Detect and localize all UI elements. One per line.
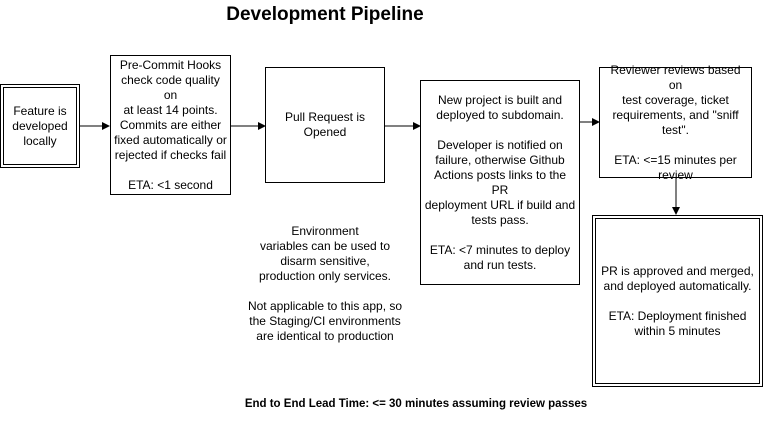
spacer	[240, 284, 410, 299]
precommit-line: rejected if checks fail	[114, 147, 227, 162]
spacer	[603, 138, 748, 153]
feature-line: locally	[23, 133, 57, 148]
environment-note: Environment variables can be used to dis…	[240, 224, 410, 344]
merge-line: PR is approved and merged,	[601, 263, 754, 278]
review-eta: review	[658, 167, 693, 182]
node-feature-text: Feature is developed locally	[9, 104, 70, 149]
precommit-line: fixed automatically or	[114, 132, 227, 147]
build-line: Developer is notified on	[437, 137, 563, 152]
node-precommit-hooks: Pre-Commit Hooks check code quality on a…	[110, 55, 231, 195]
diagram-title-text: Development Pipeline	[226, 4, 424, 25]
precommit-line: check code quality on	[121, 72, 220, 102]
spacer	[601, 294, 754, 309]
merge-eta: within 5 minutes	[634, 323, 721, 338]
build-line: tests pass.	[471, 212, 529, 227]
pullrequest-line: Opened	[303, 125, 347, 139]
precommit-eta: ETA: <1 second	[128, 177, 213, 192]
merge-line: and deployed automatically.	[603, 278, 752, 293]
note-line: Environment	[291, 224, 359, 238]
spacer	[424, 123, 576, 138]
spacer	[114, 163, 227, 178]
build-line: deployed to subdomain.	[436, 107, 564, 122]
node-feature-developed: Feature is developed locally	[0, 84, 80, 168]
feature-line: Feature is	[13, 103, 67, 118]
build-eta: ETA: <7 minutes to deploy	[429, 242, 571, 257]
precommit-line: at least 14 points.	[123, 102, 218, 117]
review-line: requirements, and "sniff	[612, 107, 739, 122]
node-pull-request: Pull Request is Opened	[265, 67, 385, 183]
merge-eta: ETA: Deployment finished	[608, 308, 747, 323]
note-line: the Staging/CI environments	[249, 314, 401, 328]
node-review-text: Reviewer reviews based on test coverage,…	[600, 63, 751, 183]
build-line: New project is built and	[437, 92, 563, 107]
note-line: are identical to production	[256, 329, 394, 343]
build-eta: and run tests.	[463, 257, 537, 272]
build-line: deployment URL if build and	[424, 197, 576, 212]
review-line: Reviewer reviews based on	[610, 62, 741, 92]
node-build-deploy: New project is built and deployed to sub…	[420, 80, 580, 285]
node-pull-request-text: Pull Request is Opened	[282, 110, 368, 140]
node-build-text: New project is built and deployed to sub…	[421, 93, 579, 273]
note-line: variables can be used to	[259, 239, 391, 253]
note-line: Not applicable to this app, so	[247, 299, 403, 313]
diagram-title: Development Pipeline	[0, 4, 650, 26]
node-precommit-text: Pre-Commit Hooks check code quality on a…	[111, 58, 230, 193]
node-merge-text: PR is approved and merged, and deployed …	[598, 264, 757, 339]
note-line: disarm sensitive,	[280, 254, 370, 268]
note-line: production only services.	[258, 269, 392, 283]
review-eta: ETA: <=15 minutes per	[614, 152, 737, 167]
spacer	[424, 228, 576, 243]
node-review: Reviewer reviews based on test coverage,…	[599, 63, 752, 182]
build-line: Actions posts links to the PR	[433, 167, 567, 197]
pullrequest-line: Pull Request is	[284, 110, 366, 124]
node-merge-deploy: PR is approved and merged, and deployed …	[592, 215, 763, 387]
review-line: test coverage, ticket	[622, 92, 729, 107]
lead-time-text: End to End Lead Time: <= 30 minutes assu…	[244, 398, 588, 410]
build-line: failure, otherwise Github	[435, 152, 565, 167]
review-line: test".	[662, 122, 689, 137]
lead-time-footer: End to End Lead Time: <= 30 minutes assu…	[0, 398, 772, 410]
feature-line: developed	[12, 118, 68, 133]
precommit-line: Commits are either	[119, 117, 222, 132]
precommit-line: Pre-Commit Hooks	[119, 57, 222, 72]
